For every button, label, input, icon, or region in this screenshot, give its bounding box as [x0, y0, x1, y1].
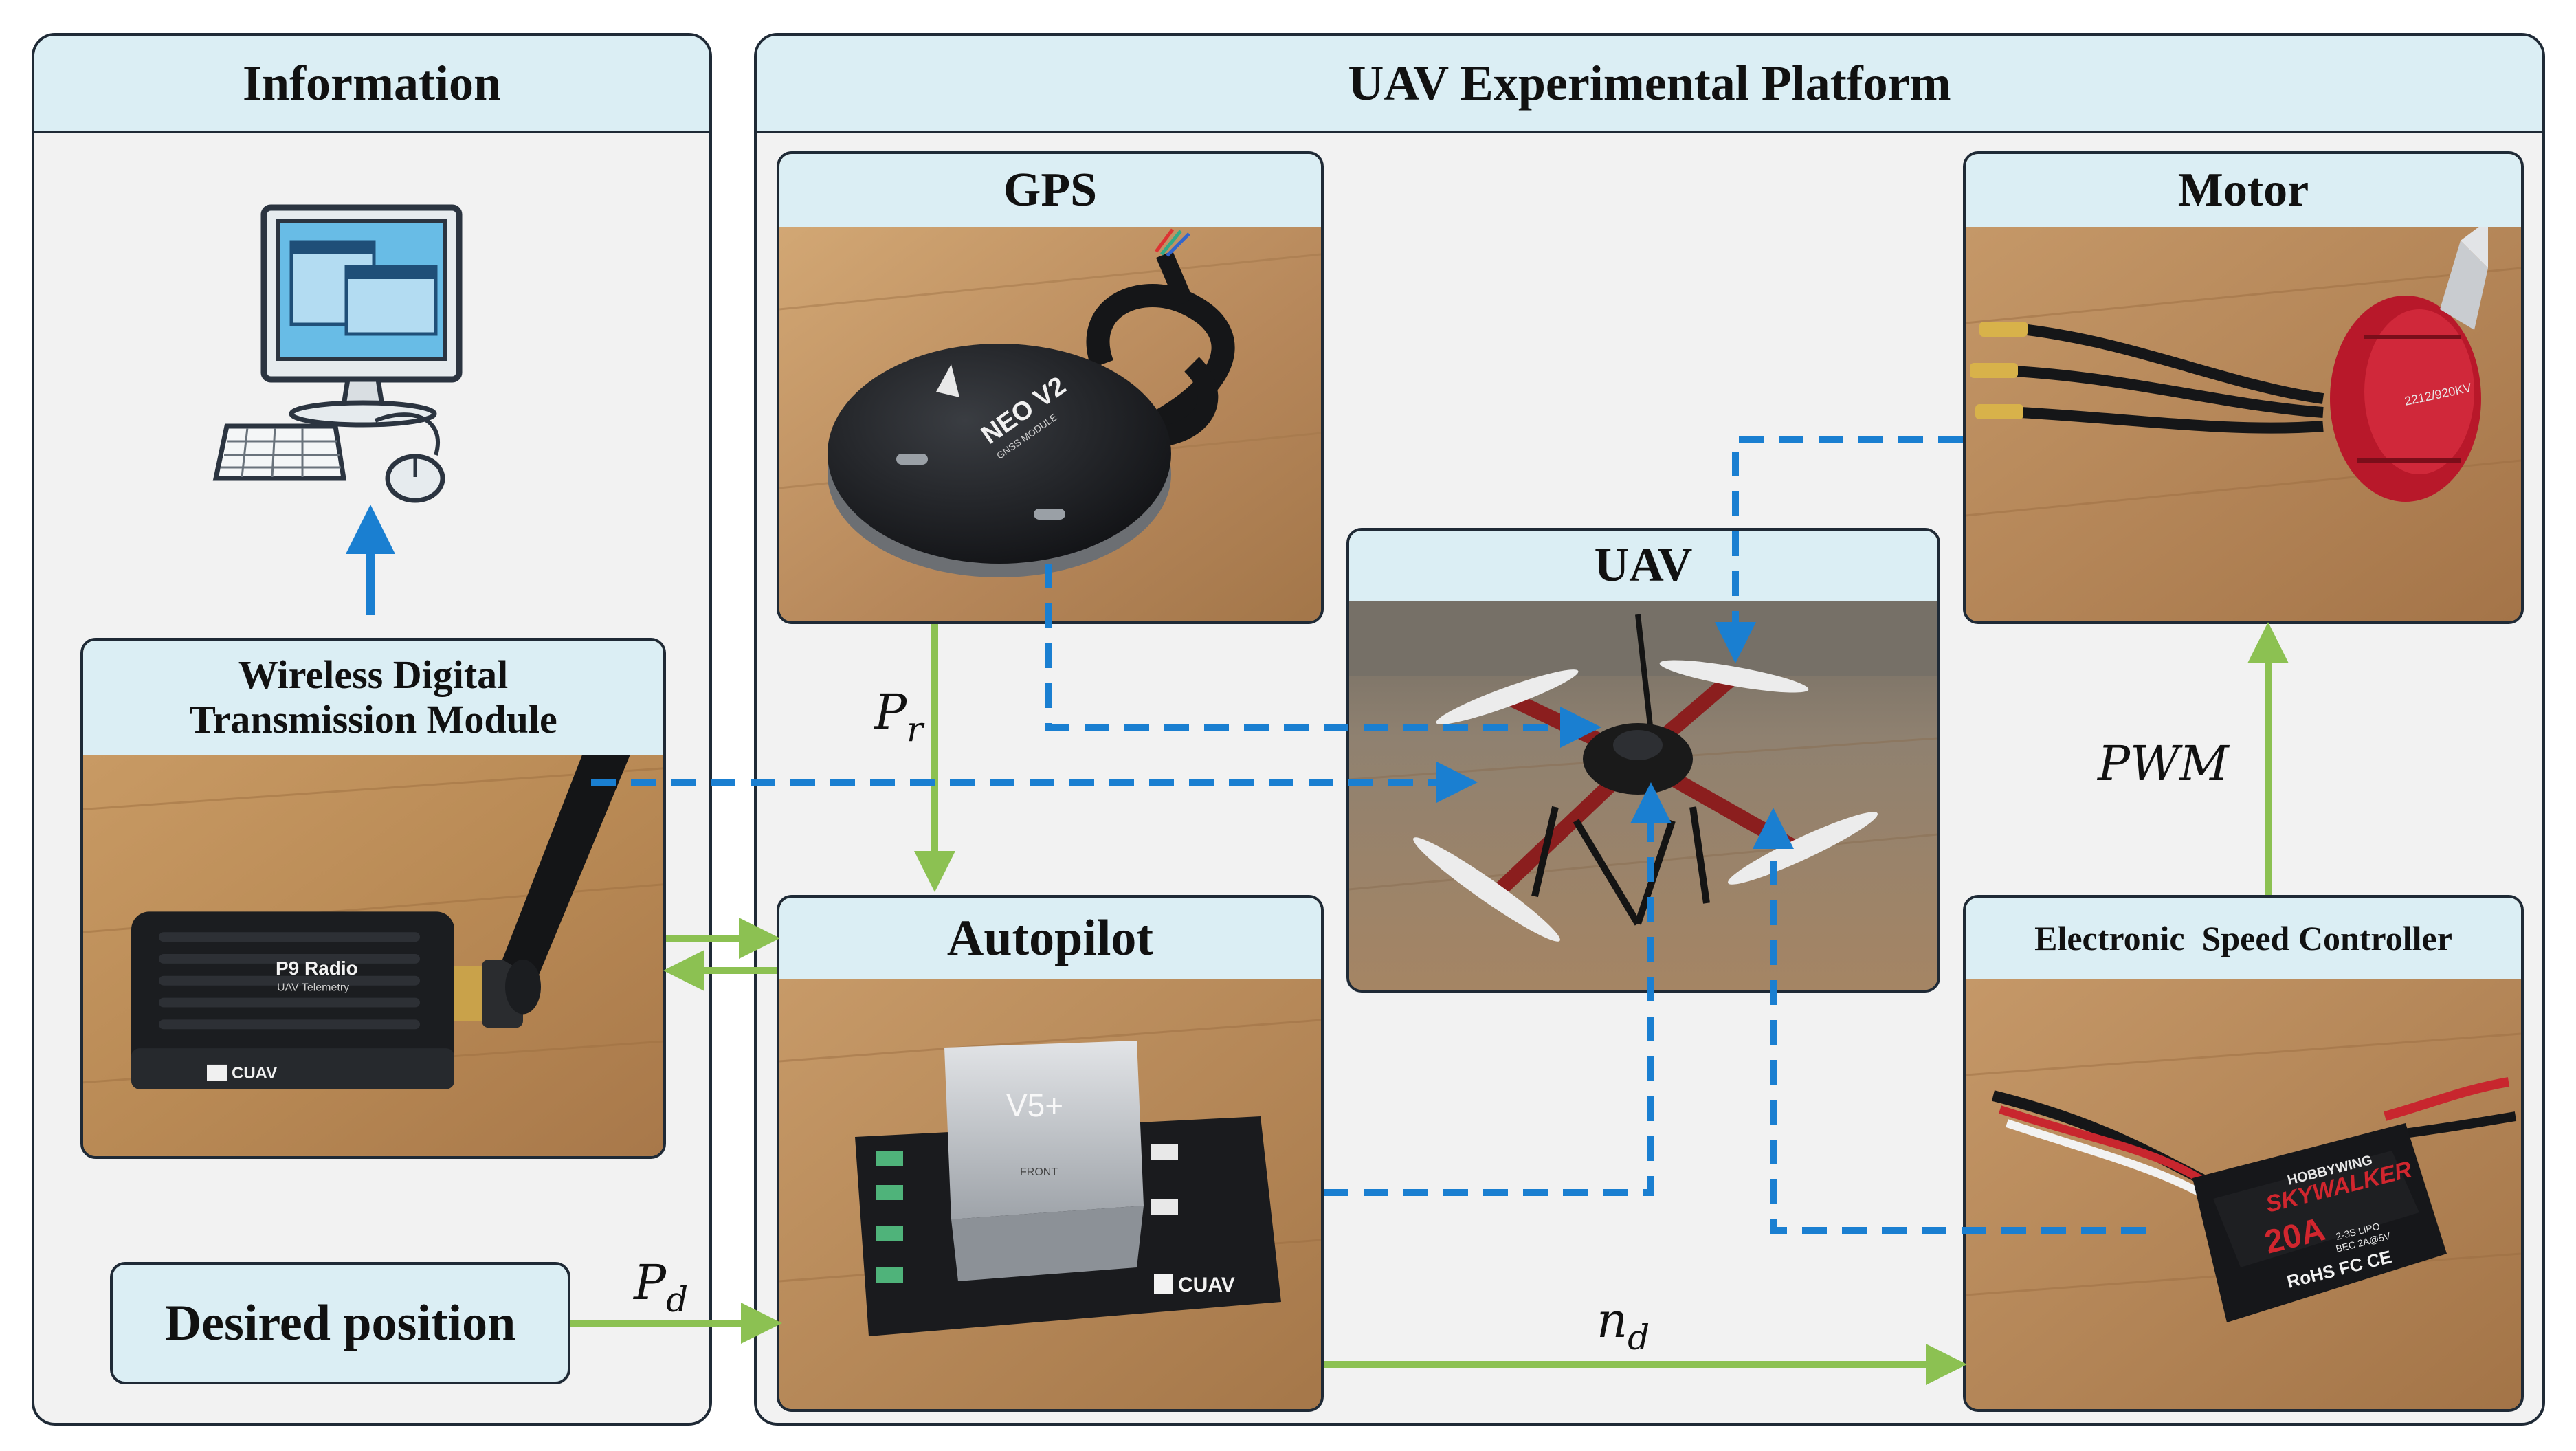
radio-photo-subtitle: UAV Telemetry — [277, 982, 349, 994]
esc-card: Electronic Speed Controller HOBBYWING SK… — [1963, 895, 2524, 1412]
computer-icon — [206, 199, 536, 522]
autopilot-photo-model: V5+ — [1006, 1087, 1063, 1123]
uav-photo — [1349, 601, 1937, 990]
autopilot-photo-front: FRONT — [1020, 1166, 1058, 1178]
radio-photo-brand: CUAV — [232, 1064, 277, 1083]
uav-card: UAV — [1346, 528, 1940, 993]
gps-card: GPS NEO V2 GNSS MODULE — [777, 151, 1324, 624]
information-panel-title: Information — [34, 36, 709, 133]
radio-photo-title: P9 Radio — [276, 957, 358, 979]
motor-photo: 2212/920KV — [1966, 227, 2521, 621]
uav-platform-panel-title: UAV Experimental Platform — [757, 36, 2542, 133]
motor-card-title: Motor — [1966, 154, 2521, 230]
wireless-module-title-line1: Wireless Digital — [238, 652, 509, 698]
gps-photo: NEO V2 GNSS MODULE — [779, 227, 1321, 621]
motor-card: Motor 2212/920KV — [1963, 151, 2524, 624]
wireless-module-title: Wireless Digital Transmission Module — [83, 641, 663, 757]
uav-card-title: UAV — [1349, 531, 1937, 603]
esc-photo: HOBBYWING SKYWALKER 20A 2-3S LIPO BEC 2A… — [1966, 979, 2521, 1409]
autopilot-card-title: Autopilot — [779, 898, 1321, 982]
autopilot-photo: V5+ FRONT CUAV — [779, 979, 1321, 1409]
esc-card-title: Electronic Speed Controller — [1966, 898, 2521, 982]
autopilot-card: Autopilot — [777, 895, 1324, 1412]
desired-position-box: Desired position — [110, 1262, 570, 1384]
gps-card-title: GPS — [779, 154, 1321, 230]
wireless-module-title-line2: Transmission Module — [189, 697, 557, 742]
radio-photo: P9 Radio UAV Telemetry CUAV — [83, 755, 663, 1156]
autopilot-photo-brand: CUAV — [1178, 1274, 1235, 1296]
wireless-module-card: Wireless Digital Transmission Module P9 … — [80, 638, 666, 1159]
